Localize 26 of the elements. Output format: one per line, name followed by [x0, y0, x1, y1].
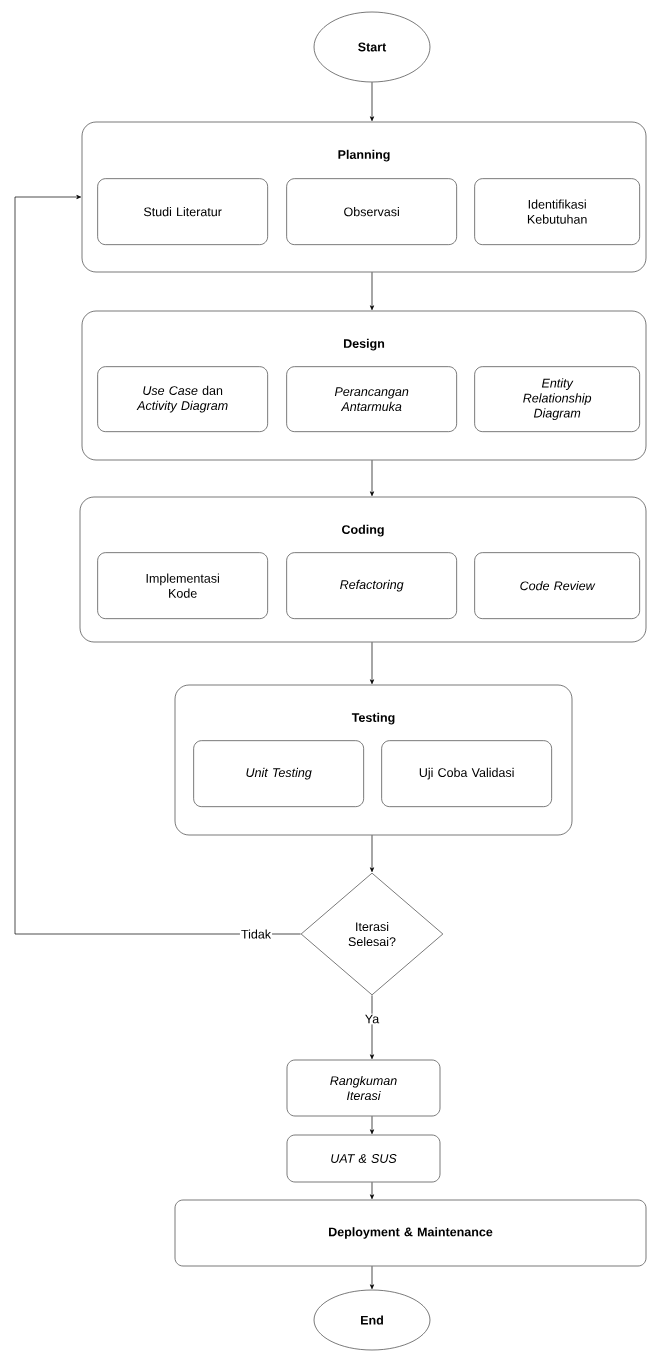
process-box: Identifikasi Kebutuhan — [474, 178, 640, 245]
arrow — [369, 460, 375, 497]
process-box: Deployment & Maintenance — [174, 1199, 647, 1267]
arrow — [369, 1116, 375, 1135]
arrow — [369, 642, 375, 685]
process-box: Uji Coba Validasi — [381, 740, 552, 807]
edge-label: Ya — [365, 1014, 380, 1024]
process-box: Observasi — [286, 178, 457, 245]
edge-label: Tidak — [241, 929, 272, 939]
arrow — [369, 835, 375, 873]
process-box: Implementasi Kode — [97, 552, 268, 619]
arrow — [14, 194, 301, 935]
process-box: Entity Relationship Diagram — [474, 366, 640, 432]
arrow — [369, 995, 375, 1060]
process-box: Studi Literatur — [97, 178, 268, 245]
process-box: Use Case dan Activity Diagram — [97, 366, 268, 432]
process-box: Refactoring — [286, 552, 457, 619]
process-box: Rangkuman Iterasi — [286, 1059, 441, 1117]
arrow — [369, 82, 375, 122]
process-box: Perancangan Antarmuka — [286, 366, 457, 432]
arrow — [369, 1266, 375, 1290]
arrow — [369, 1182, 375, 1200]
arrow — [369, 272, 375, 311]
process-box: UAT & SUS — [286, 1134, 441, 1183]
process-box: Code Review — [474, 552, 640, 619]
process-box: Unit Testing — [193, 740, 364, 807]
